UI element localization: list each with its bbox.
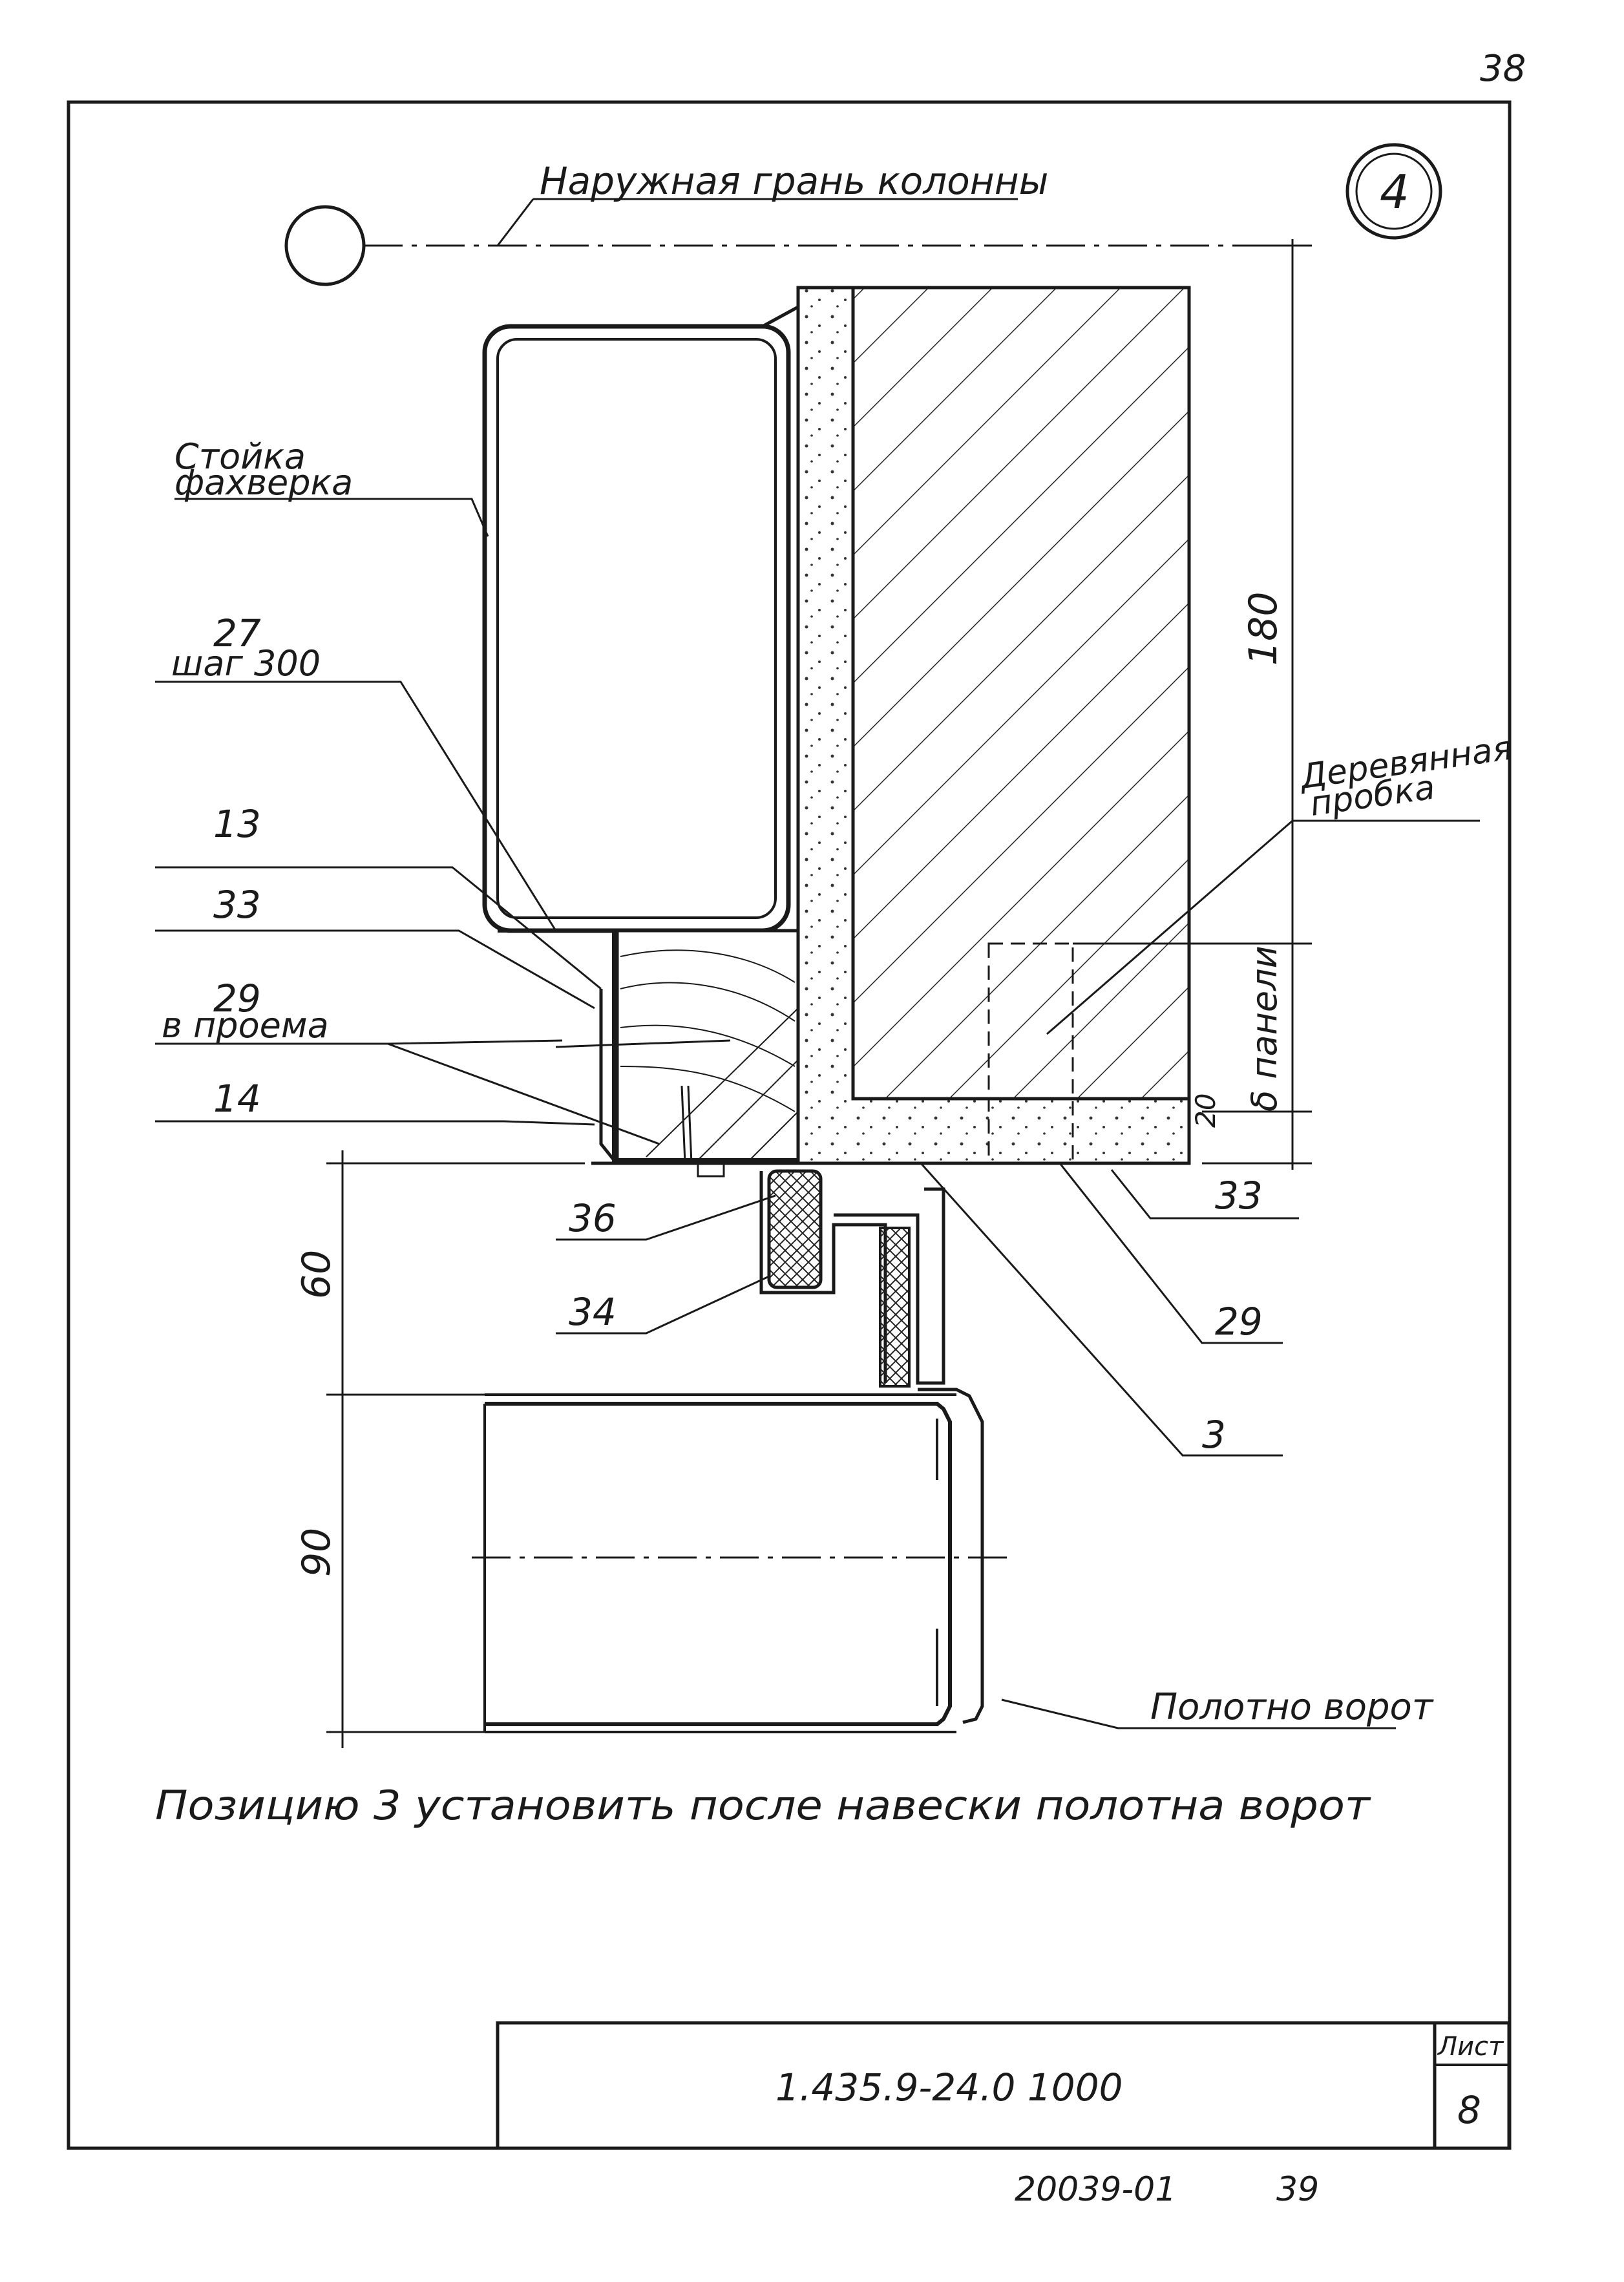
in-opening-label: в проема [162,1005,329,1046]
post-profile [482,305,799,933]
node-marker: 4 [1345,143,1442,240]
column-section [851,286,1191,1101]
gate-leaf-label: Полотно ворот [1150,1686,1434,1728]
gate-leaf-section [472,1393,1008,1733]
page-number: 38 [1480,48,1526,90]
item-33-right: 33 [1215,1174,1263,1218]
dim-90: 90 [294,1528,339,1577]
dim-60: 60 [294,1250,339,1299]
item-27: 27 [213,611,261,655]
post-label-line1: Стойка [174,436,306,477]
item-36: 36 [569,1196,617,1240]
dimension-60-90 [326,1150,821,1748]
sheet-number: 8 [1457,2088,1481,2132]
leaders-left [155,498,776,1335]
wood-plug [987,942,1074,1165]
seal-assembly [759,1169,984,1724]
item-29-right: 29 [1215,1300,1263,1344]
item-29-left: 29 [213,977,261,1020]
dim-180: 180 [1241,591,1286,666]
item-14: 14 [213,1077,261,1121]
dimension-180 [1073,239,1312,1170]
item-13: 13 [213,802,261,846]
column-face-leader [496,198,534,246]
dim-20: 20 [1190,1093,1221,1128]
title-block [496,2021,1511,2150]
archive-number: 20039-01 [1015,2170,1176,2209]
item-33-left: 33 [213,883,261,927]
item-3: 3 [1202,1413,1226,1457]
installation-note: Позицию 3 установить после навески полот… [155,1782,1371,1829]
doc-code: 1.435.9-24.0 1000 [775,2065,1123,2109]
bolt-29 [555,1039,731,1178]
panel-thickness: δ панели [1244,946,1285,1112]
sheet-header: Лист [1437,2032,1504,2062]
wood-block [615,929,800,1162]
post-label-line2: фахверка [174,462,353,503]
column-face-label: Наружная грань колонны [540,159,1048,203]
column-axis-marker [284,205,366,286]
leaders-right [920,819,1480,1729]
pitch-label: шаг 300 [171,643,321,684]
archive-page: 39 [1276,2170,1319,2209]
node-number: 4 [1380,165,1409,219]
item-34: 34 [569,1290,617,1334]
